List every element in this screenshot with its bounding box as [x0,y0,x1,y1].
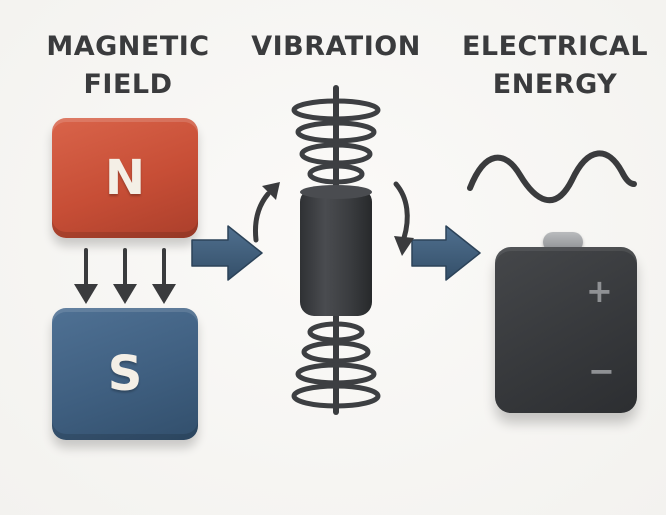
motion-arrow-down-icon [393,181,414,256]
heading-magnetic-line-1: MAGNETIC [46,31,210,62]
flow-arrow-icon [411,225,481,281]
heading-electrical-line-2: ENERGY [492,69,618,100]
heading-magnetic-field: MAGNETIC FIELD [28,28,228,104]
motion-arrow-up-icon [253,182,280,243]
north-pole-block: N [52,118,198,238]
battery-minus-label: − [588,352,615,390]
field-arrow-icon [152,248,176,304]
north-pole-label: N [104,150,146,206]
south-pole-block: S [52,308,198,440]
heading-electrical-line-1: ELECTRICAL [461,31,649,62]
heading-magnetic-line-2: FIELD [83,69,173,100]
field-arrow-icon [74,248,98,304]
battery-icon [495,247,637,413]
vibration-mass [300,185,372,316]
field-arrows [74,248,176,304]
battery-plus-label: + [586,272,613,310]
wave-icon [467,150,637,204]
flow-arrow-icon [191,225,263,281]
field-arrow-icon [113,248,137,304]
heading-electrical-energy: ELECTRICAL ENERGY [455,28,655,104]
heading-vibration-line-1: VIBRATION [251,31,421,62]
south-pole-label: S [107,346,143,402]
heading-vibration: VIBRATION [248,28,424,66]
